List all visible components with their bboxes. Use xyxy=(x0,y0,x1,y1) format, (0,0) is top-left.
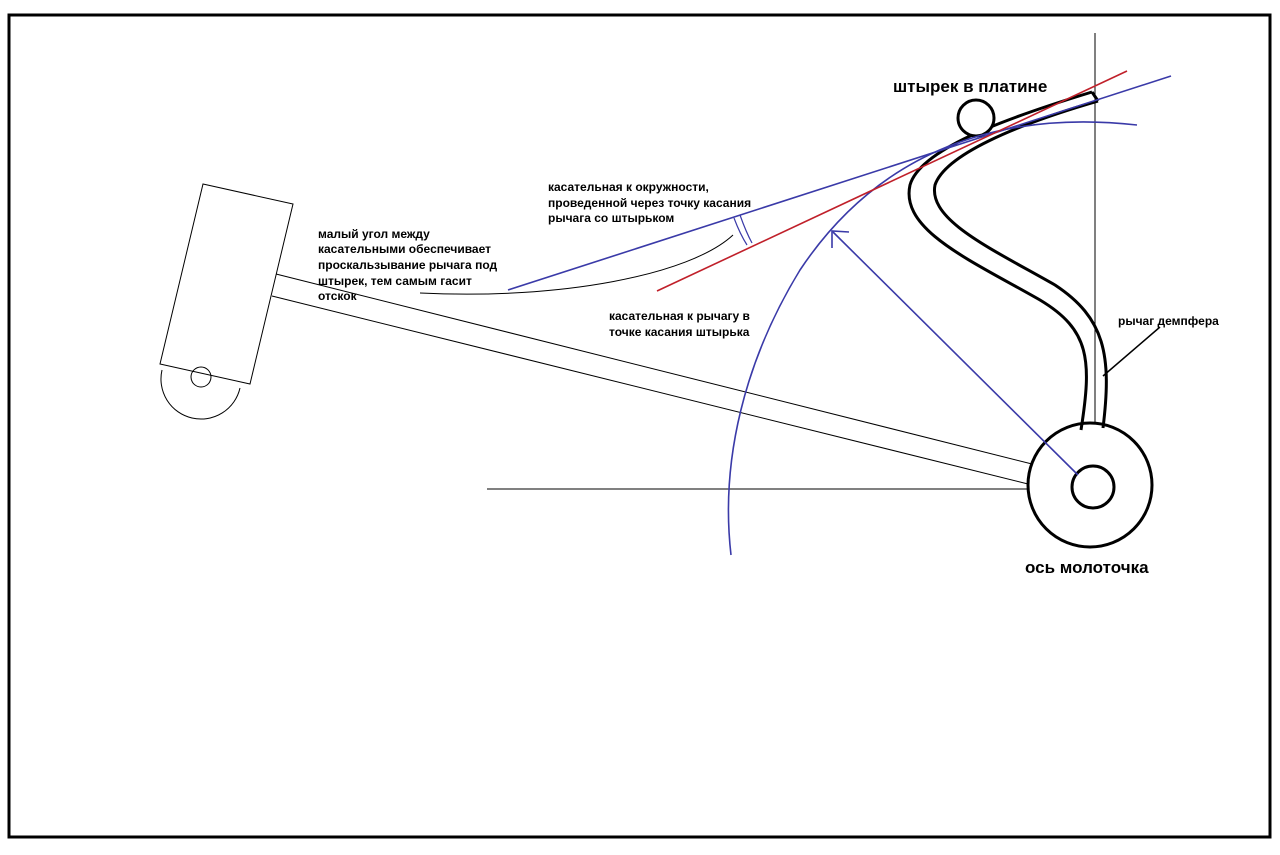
lever-tangent-note-line-1: касательная к рычагу в xyxy=(609,309,750,323)
plate-pin xyxy=(956,98,996,138)
damper-lever-outer xyxy=(907,90,1093,431)
hammer-roller xyxy=(160,369,241,420)
hammer-axis-inner xyxy=(1070,464,1116,510)
damper-lever-inner xyxy=(933,99,1108,429)
damper-lever-leader xyxy=(1102,326,1161,377)
hammer-roller-hole xyxy=(190,366,212,388)
lever-tangent-line xyxy=(656,70,1128,292)
circle-tangent-note-line-3: рычага со штырьком xyxy=(548,211,674,225)
small-angle-note-line-3: проскальзывание рычага под xyxy=(318,258,497,272)
lever-tangent-note: касательная к рычагу в точке касания шты… xyxy=(609,309,750,339)
radius-arrowhead xyxy=(831,230,850,248)
damper-lever-label: рычаг демпфера xyxy=(1118,314,1219,328)
angle-mark-inner xyxy=(733,217,748,246)
hammer-shank-upper xyxy=(275,273,1037,466)
hammer-axis-label: ось молоточка xyxy=(1025,558,1149,577)
small-angle-note-line-4: штырек, тем самым гасит xyxy=(318,274,472,288)
lever-tangent-note-line-2: точке касания штырька xyxy=(609,325,750,339)
circle-tangent-note-line-2: проведенной через точку касания xyxy=(548,196,751,210)
angle-mark-outer xyxy=(739,214,753,244)
outer-frame xyxy=(7,13,1272,839)
circle-tangent-note: касательная к окружности, проведенной че… xyxy=(548,180,751,225)
hammer-head xyxy=(159,183,294,385)
contact-circle-arc xyxy=(727,121,1138,556)
small-angle-note-line-2: касательными обеспечивает xyxy=(318,242,491,256)
small-angle-note-line-1: малый угол между xyxy=(318,227,430,241)
small-angle-note-line-5: отскок xyxy=(318,289,358,303)
angle-note-leader xyxy=(419,234,734,295)
circle-tangent-line xyxy=(507,75,1172,291)
radius-arrow-line xyxy=(832,231,1079,476)
circle-tangent-note-line-1: касательная к окружности, xyxy=(548,180,709,194)
small-angle-note: малый угол между касательными обеспечива… xyxy=(318,227,497,303)
pin-label: штырек в платине xyxy=(893,77,1047,96)
hammer-shank-lower xyxy=(271,295,1033,486)
